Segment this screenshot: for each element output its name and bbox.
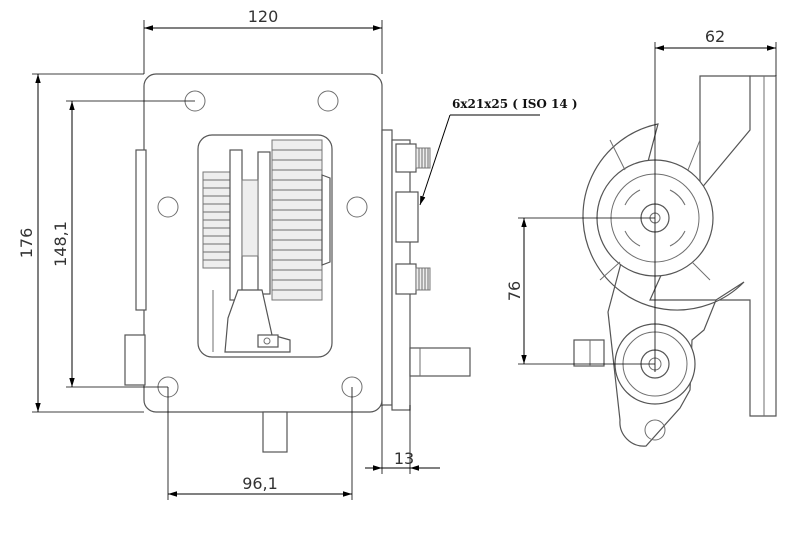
dim-text-62: 62 [705,27,725,46]
dim-text-76: 76 [505,281,524,301]
bottom-shaft-stub [262,411,288,453]
mounting-stud-bottom [395,263,431,295]
mounting-ear-hole [644,419,666,441]
dim-hole-horizontal: 96,1 [167,387,353,500]
mounting-hole-top-right [317,90,339,112]
mounting-hole-mid-left [157,196,179,218]
dim-text-176: 176 [17,228,36,259]
left-side-lug [135,149,147,311]
mounting-stud-top [395,143,431,173]
dim-text-13: 13 [394,449,414,468]
side-view [573,75,777,447]
dim-shaft-distance: 76 [505,217,655,365]
dim-flange-thickness: 13 [365,405,440,474]
dim-overall-width: 120 [143,7,383,74]
mounting-bracket [649,75,777,417]
stud-spec-label: 6x21x25 ( ISO 14 ) [452,97,578,111]
flange-side-plate [381,129,393,406]
mounting-hole-mid-right [346,196,368,218]
dim-overall-height: 176 [17,73,144,413]
left-side-tab [124,334,146,386]
stud-annotation: 6x21x25 ( ISO 14 ) [419,97,578,206]
dim-side-offset: 62 [654,27,777,372]
gear-assembly [202,139,331,353]
dim-text-96: 96,1 [242,474,278,493]
output-shaft [409,347,471,377]
dim-text-148: 148,1 [51,221,70,267]
middle-block [395,191,419,243]
dim-text-120: 120 [248,7,279,26]
front-view [124,73,471,453]
dim-hole-vertical: 148,1 [51,100,195,388]
side-port [573,339,605,367]
